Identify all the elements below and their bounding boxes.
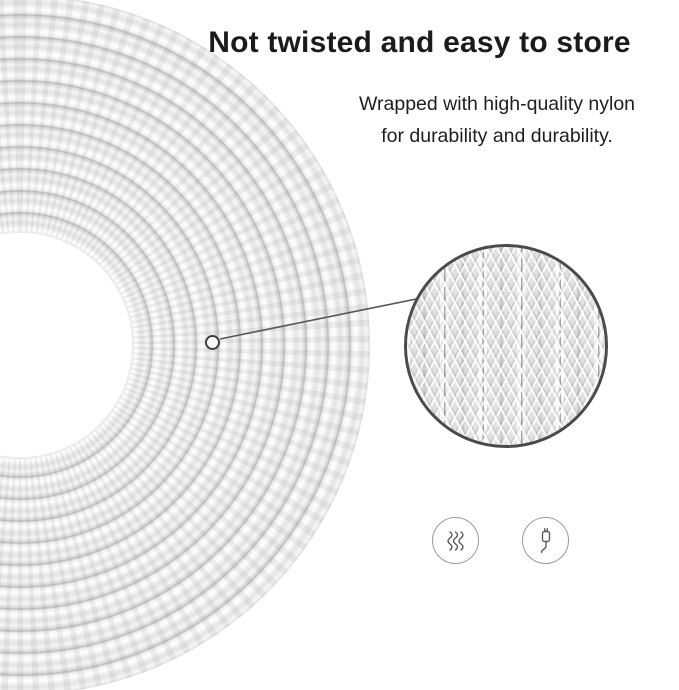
zoom-marker-dot bbox=[205, 335, 220, 350]
feature-badge-connector bbox=[522, 517, 569, 564]
flexible-cable-icon bbox=[446, 530, 464, 551]
subtitle-line-2: for durability and durability. bbox=[381, 125, 613, 147]
subtitle-line-1: Wrapped with high-quality nylon bbox=[358, 93, 636, 115]
nylon-braid-texture bbox=[407, 247, 605, 445]
page-title: Not twisted and easy to store bbox=[208, 26, 631, 59]
feature-badge-flexible bbox=[432, 517, 479, 564]
zoom-detail-circle bbox=[404, 244, 608, 448]
charging-cable-icon bbox=[540, 527, 550, 553]
subtitle: Wrapped with high-quality nylon for dura… bbox=[315, 88, 679, 152]
callout-line bbox=[219, 296, 427, 340]
